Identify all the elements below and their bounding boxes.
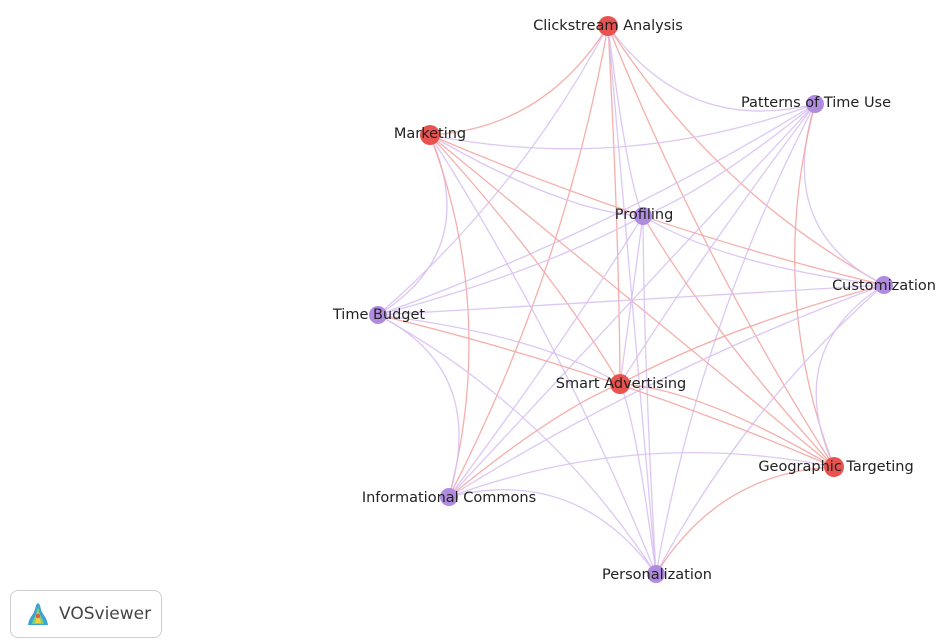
node-label-commons[interactable]: Informational Commons xyxy=(362,490,536,506)
edge-profiling-timebudget xyxy=(377,215,644,316)
node-label-smart[interactable]: Smart Advertising xyxy=(556,376,687,392)
edge-marketing-personalization xyxy=(429,134,657,575)
node-label-customization[interactable]: Customization xyxy=(832,278,936,294)
node-label-patterns[interactable]: Patterns of Time Use xyxy=(741,95,891,111)
edge-profiling-customization xyxy=(642,215,885,286)
edge-smart-geo xyxy=(619,383,835,468)
edge-clickstream-profiling xyxy=(607,25,644,217)
edge-patterns-marketing xyxy=(429,103,816,150)
edge-profiling-geo xyxy=(642,215,835,468)
node-patterns[interactable] xyxy=(806,95,824,113)
edge-profiling-commons xyxy=(448,215,644,498)
edge-marketing-smart xyxy=(429,134,621,385)
edge-timebudget-commons xyxy=(377,314,460,498)
node-smart[interactable] xyxy=(610,374,630,394)
edge-profiling-personalization xyxy=(642,215,657,575)
node-commons[interactable] xyxy=(440,488,458,506)
edge-timebudget-geo xyxy=(377,314,835,468)
edge-clickstream-smart xyxy=(607,25,621,385)
vosviewer-logo-icon xyxy=(25,601,51,627)
edge-marketing-profiling xyxy=(429,134,644,217)
edge-marketing-timebudget xyxy=(377,134,448,316)
edge-smart-commons xyxy=(448,383,621,498)
edge-clickstream-commons xyxy=(448,25,609,498)
edge-clickstream-patterns xyxy=(607,25,816,112)
edge-patterns-personalization xyxy=(655,103,816,575)
edge-patterns-customization xyxy=(803,103,885,286)
vosviewer-badge[interactable]: VOSviewer xyxy=(10,590,162,638)
node-personalization[interactable] xyxy=(647,565,665,583)
edge-customization-smart xyxy=(619,284,885,385)
node-geo[interactable] xyxy=(824,457,844,477)
edge-marketing-commons xyxy=(429,134,470,498)
edge-clickstream-marketing xyxy=(429,25,609,136)
edge-clickstream-customization xyxy=(607,25,885,286)
edge-commons-personalization xyxy=(448,489,657,575)
edge-patterns-timebudget xyxy=(377,103,816,316)
edge-patterns-profiling xyxy=(642,103,816,217)
node-timebudget[interactable] xyxy=(369,306,387,324)
edge-geo-commons xyxy=(448,452,835,498)
edge-smart-personalization xyxy=(619,383,657,575)
network-nodes xyxy=(369,16,893,583)
node-marketing[interactable] xyxy=(420,125,440,145)
node-label-geo[interactable]: Geographic Targeting xyxy=(758,459,913,475)
node-label-profiling[interactable]: Profiling xyxy=(615,207,674,223)
node-label-personalization[interactable]: Personalization xyxy=(602,567,712,583)
edge-clickstream-geo xyxy=(607,25,835,468)
edge-timebudget-smart xyxy=(377,314,621,385)
edge-patterns-smart xyxy=(619,103,816,385)
edge-timebudget-personalization xyxy=(377,314,657,575)
edge-customization-geo xyxy=(815,284,885,468)
edge-geo-personalization xyxy=(655,466,835,575)
network-edges xyxy=(377,25,885,575)
node-label-marketing[interactable]: Marketing xyxy=(394,126,466,142)
node-clickstream[interactable] xyxy=(598,16,618,36)
node-customization[interactable] xyxy=(875,276,893,294)
edge-customization-timebudget xyxy=(377,284,885,316)
edge-customization-commons xyxy=(448,284,885,498)
node-profiling[interactable] xyxy=(634,207,652,225)
node-label-timebudget[interactable]: Time Budget xyxy=(332,307,426,323)
edge-clickstream-timebudget xyxy=(377,25,609,316)
edge-marketing-customization xyxy=(429,134,885,286)
edge-customization-personalization xyxy=(655,284,885,575)
vosviewer-label: VOSviewer xyxy=(59,604,152,624)
node-label-clickstream[interactable]: Clickstream Analysis xyxy=(533,18,683,34)
